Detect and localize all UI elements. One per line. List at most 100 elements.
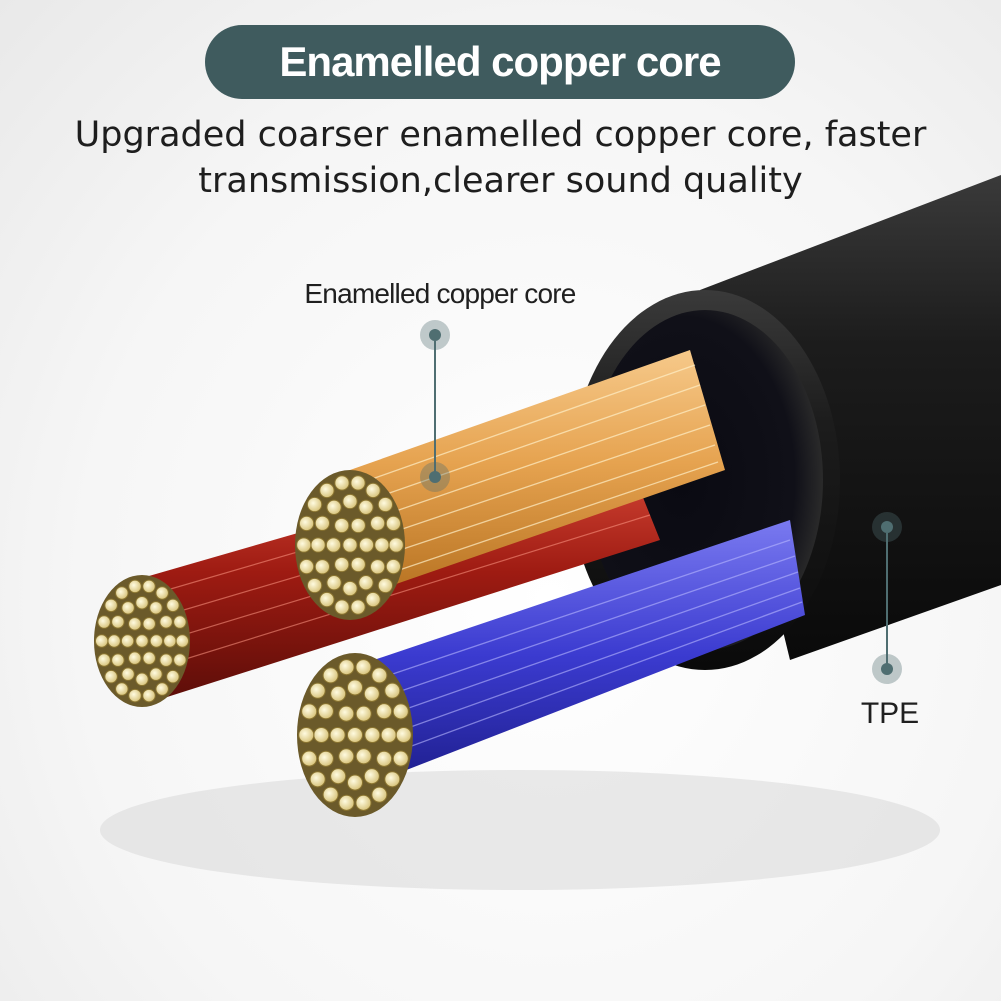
wire-strand	[395, 726, 412, 744]
wire-strand	[369, 515, 386, 531]
wire-strand	[155, 586, 169, 600]
wire-strand	[121, 601, 135, 615]
wire-strand	[301, 750, 318, 767]
wire-strand	[298, 726, 315, 744]
wire-strand	[342, 493, 358, 510]
wire-strand	[377, 496, 394, 513]
wire-strand	[346, 774, 364, 791]
gold-wire	[350, 350, 725, 600]
wire-strand	[338, 748, 355, 765]
wire-strand	[358, 499, 374, 515]
wire-strand	[350, 517, 366, 534]
wire-strand	[350, 556, 366, 573]
wire-strand	[301, 703, 318, 720]
wire-strand	[121, 667, 135, 681]
wire-strand	[388, 537, 404, 553]
wire-strand	[163, 634, 177, 648]
wire-strand	[384, 771, 401, 788]
wire-strand	[175, 634, 190, 648]
wire-strand	[97, 653, 111, 667]
wire-strand	[392, 703, 409, 720]
wire-strand	[149, 634, 164, 648]
wire-strand	[334, 475, 350, 491]
wire-strand	[355, 748, 372, 765]
title-banner: Enamelled copper core	[205, 25, 795, 99]
wire-strand	[309, 771, 326, 788]
wire-strand	[358, 537, 375, 553]
wire-strand	[365, 591, 381, 608]
wire-strand	[392, 750, 409, 767]
wire-strand	[149, 601, 163, 615]
wire-strand	[358, 575, 374, 591]
wire-strand	[314, 559, 331, 575]
wire-strand	[338, 705, 355, 722]
wire-strand	[355, 659, 372, 676]
wire-strand	[128, 617, 142, 631]
wire-strand	[334, 599, 350, 615]
wire-strand	[298, 558, 315, 575]
wire-strand	[155, 682, 169, 696]
cable-shadow	[100, 770, 940, 890]
wire-strand	[371, 786, 388, 803]
wire-strand	[115, 586, 129, 600]
wire-strand	[166, 669, 180, 684]
wire-strand	[115, 682, 129, 696]
subtitle-line-1: Upgraded coarser enamelled copper core, …	[74, 115, 927, 155]
wire-strand	[371, 667, 388, 684]
wire-strand	[342, 537, 358, 553]
wire-strand	[376, 703, 393, 720]
blue-wire-strands	[297, 653, 413, 817]
wire-strand	[111, 615, 125, 629]
wire-strand	[380, 726, 397, 744]
wire-strand	[97, 615, 111, 629]
wire-strand	[142, 651, 156, 665]
wire-strand	[329, 726, 346, 744]
wire-strand	[135, 634, 149, 648]
wire-strand	[104, 598, 118, 613]
wire-strand	[314, 515, 331, 531]
wire-strand	[317, 703, 334, 720]
wire-strand	[334, 556, 350, 573]
wire-strand	[376, 750, 393, 767]
gold-wire-strands	[295, 470, 405, 620]
wire-strand	[296, 537, 312, 553]
wire-strand	[111, 653, 125, 667]
wire-strand	[128, 651, 142, 665]
wire-strand	[385, 558, 402, 575]
wire-strand	[142, 617, 156, 631]
wire-strand	[338, 659, 355, 676]
wire-strand	[306, 496, 323, 513]
tpe-callout-label: TPE	[860, 697, 920, 730]
wire-strand	[159, 653, 173, 667]
wire-strand	[326, 499, 342, 515]
wire-strand	[166, 598, 180, 613]
wire-strand	[149, 667, 163, 681]
wire-strand	[374, 537, 390, 553]
wire-strand	[330, 768, 347, 785]
wire-strand	[128, 579, 142, 594]
wire-strand	[306, 577, 323, 594]
wire-strand	[346, 679, 364, 696]
wire-strand	[322, 667, 339, 684]
wire-strand	[322, 786, 339, 803]
wire-strand	[364, 726, 381, 744]
wire-strand	[107, 634, 121, 648]
wire-strand	[338, 794, 355, 811]
wire-strand	[350, 475, 366, 491]
wire-strand	[142, 688, 156, 703]
wire-strand	[342, 580, 358, 597]
wire-strand	[128, 688, 142, 703]
wire-strand	[350, 599, 366, 615]
wire-strand	[363, 768, 380, 785]
wire-strand	[326, 575, 342, 591]
wire-strand	[319, 482, 335, 499]
subtitle: Upgraded coarser enamelled copper core, …	[0, 112, 1001, 204]
wire-strand	[310, 537, 326, 553]
banner-title: Enamelled copper core	[279, 38, 721, 85]
wire-strand	[173, 615, 187, 629]
subtitle-line-2: transmission,clearer sound quality	[198, 161, 803, 201]
wire-strand	[334, 517, 350, 534]
wire-strand	[173, 653, 187, 667]
wire-strand	[159, 615, 173, 629]
